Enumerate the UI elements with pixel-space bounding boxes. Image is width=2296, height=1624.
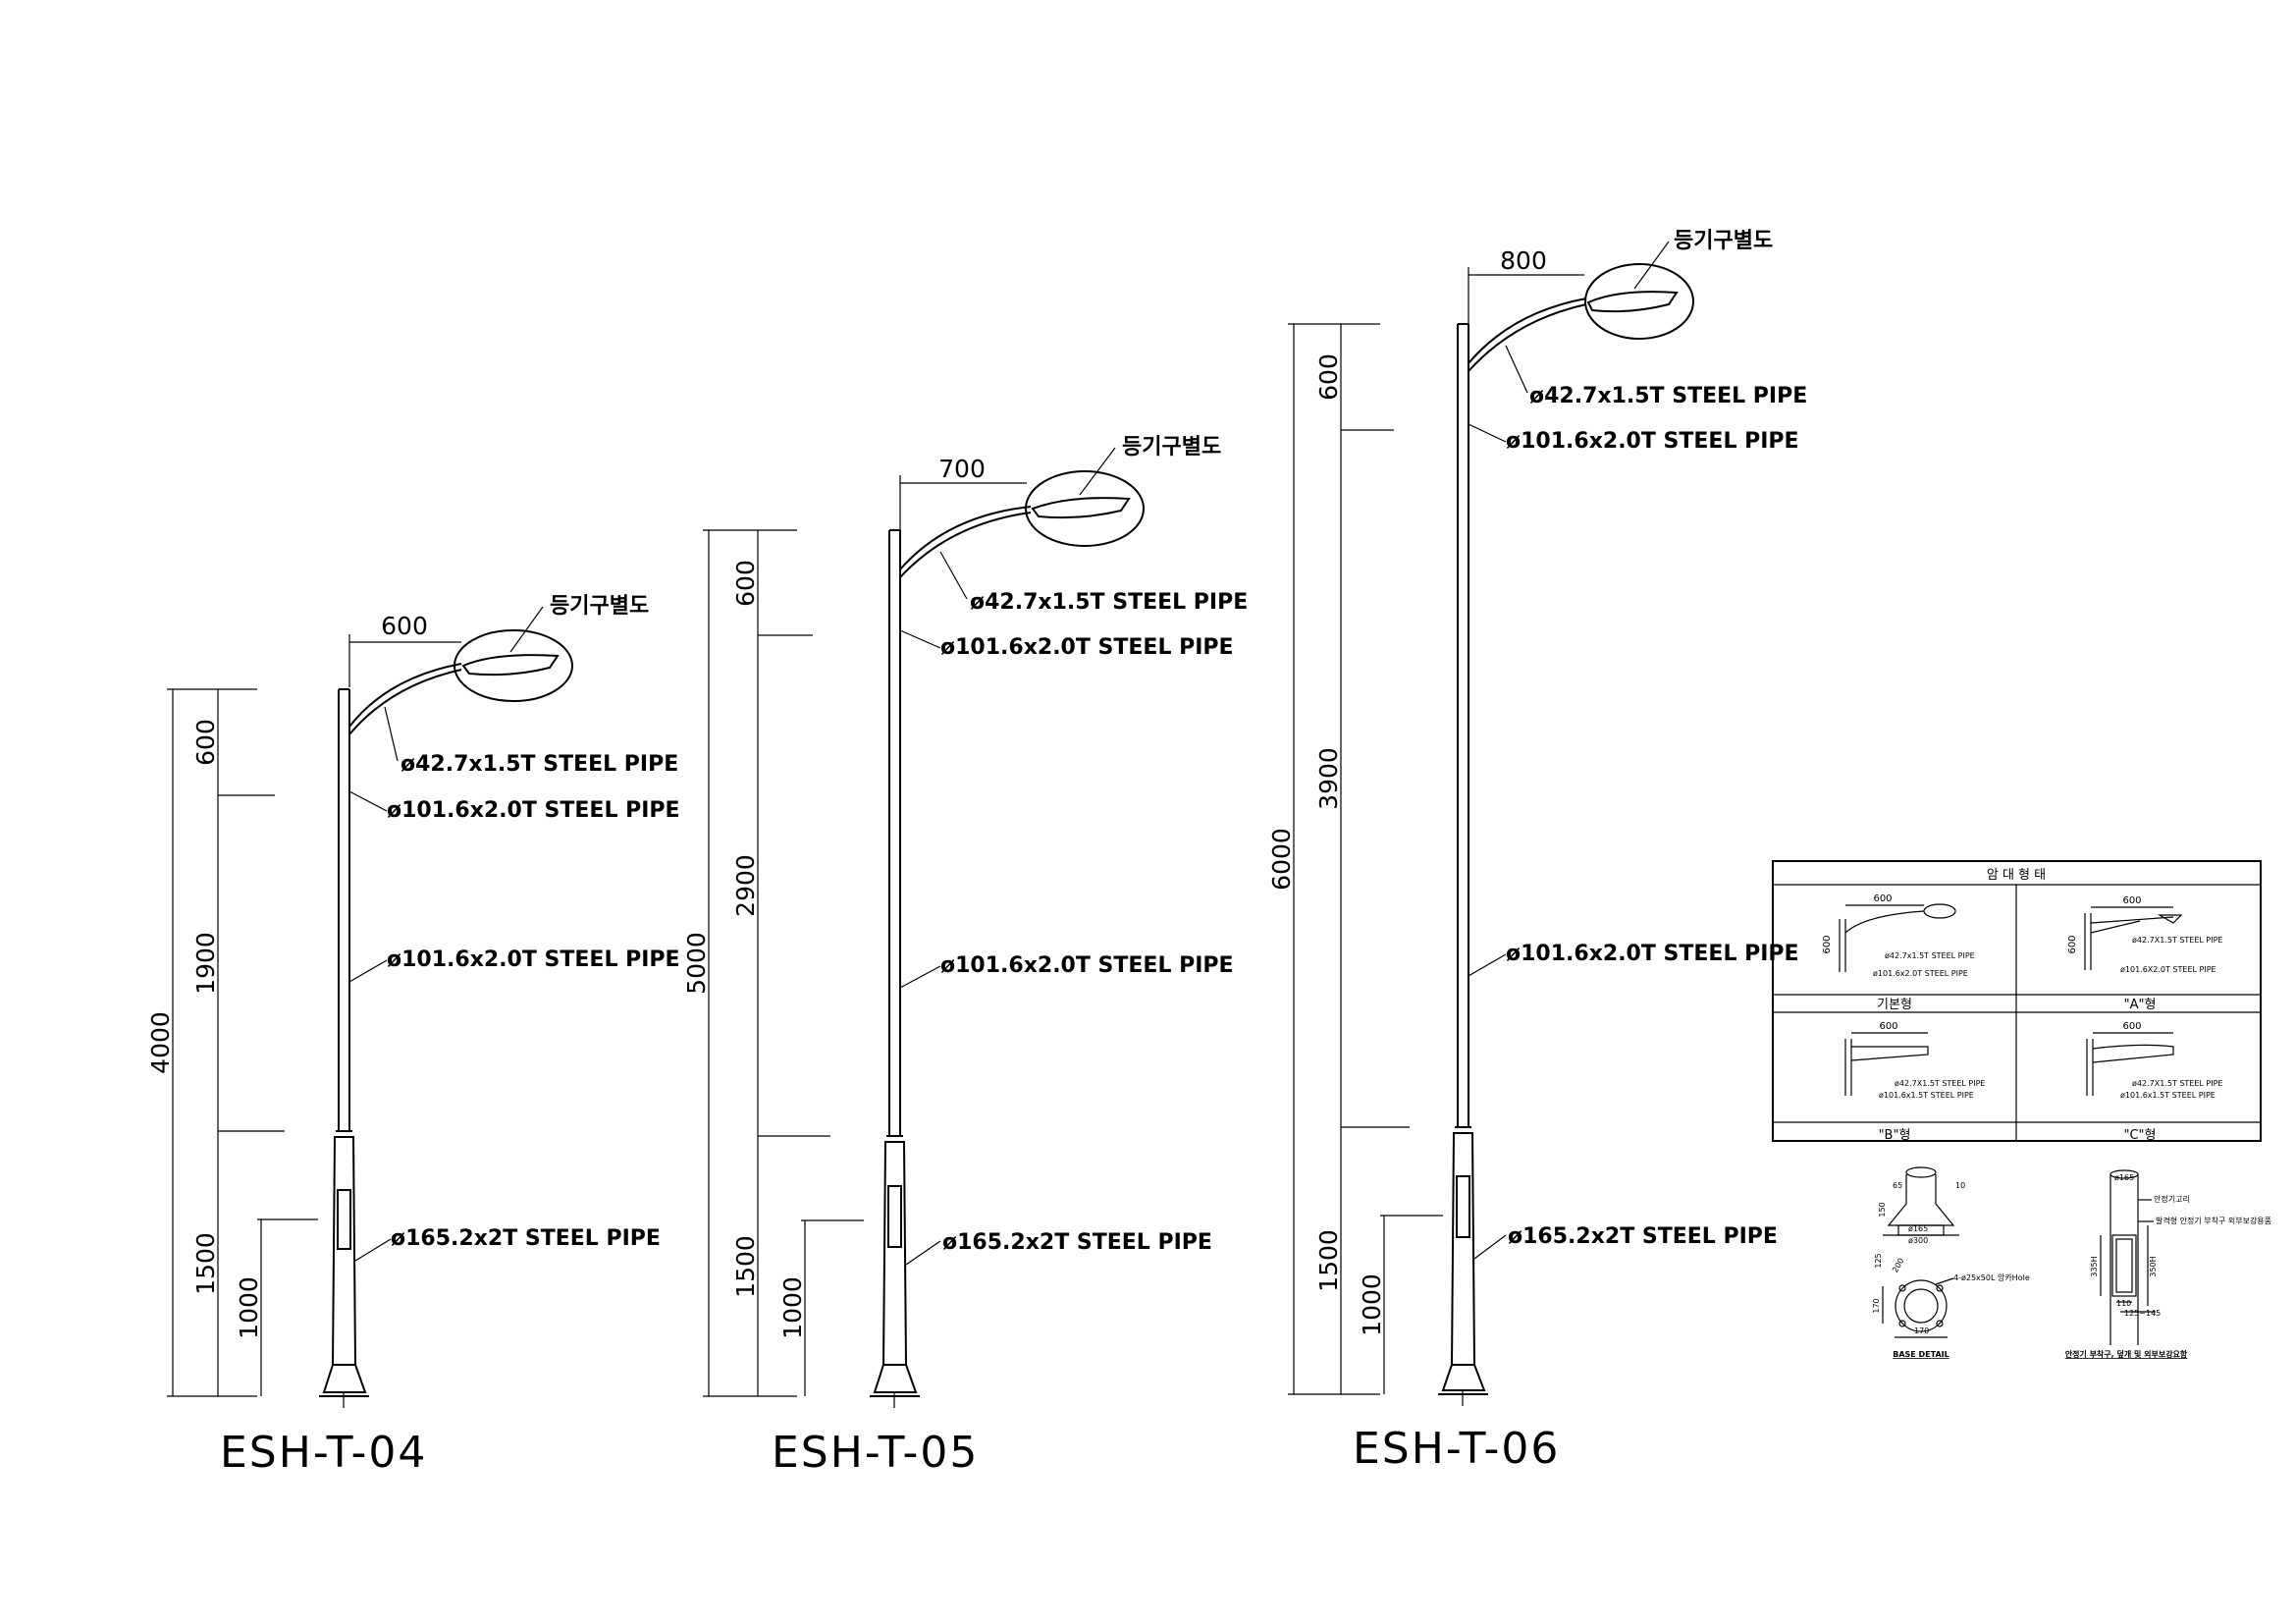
- arm-type-name: 기본형: [1877, 998, 1912, 1012]
- svg-text:ø42.7X1.5T STEEL PIPE: ø42.7X1.5T STEEL PIPE: [2132, 936, 2222, 945]
- model-name: ESH-T-04: [220, 1428, 427, 1478]
- arm-type-b: 600 ø42.7X1.5T STEEL PIPE ø101.6x1.5T ST…: [1844, 1021, 1985, 1143]
- svg-text:ø165: ø165: [2114, 1173, 2134, 1182]
- svg-text:10: 10: [1955, 1181, 1965, 1190]
- arm-pipe-callout: ø42.7x1.5T STEEL PIPE: [400, 752, 678, 777]
- svg-text:ø101.6x2.0T STEEL PIPE: ø101.6x2.0T STEEL PIPE: [1873, 969, 1968, 978]
- middle-segment-label: 3900: [1314, 747, 1343, 810]
- door-detail-title: 안정기 부착구, 덮개 및 외부보강요함: [2065, 1349, 2188, 1359]
- lamp-label: 등기구별도: [1674, 229, 1773, 253]
- total-height-label: 5000: [682, 932, 711, 995]
- shaft-pipe-callout: ø101.6x2.0T STEEL PIPE: [387, 947, 680, 972]
- base-pipe-callout: ø165.2x2T STEEL PIPE: [1508, 1224, 1778, 1249]
- anchor-note: 4-ø25x50L 앙카Hole: [1953, 1272, 2030, 1282]
- joint-pipe-callout: ø101.6x2.0T STEEL PIPE: [387, 798, 680, 823]
- upper-segment-label: 600: [191, 719, 220, 766]
- svg-text:ø300: ø300: [1908, 1236, 1928, 1245]
- svg-text:발격형 안정기 부착구 외부보강용품: 발격형 안정기 부착구 외부보강용품: [2156, 1216, 2271, 1225]
- arm-type-c: 600 ø42.7X1.5T STEEL PIPE ø101.6x1.5T ST…: [2086, 1021, 2222, 1143]
- upper-segment-label: 600: [1314, 353, 1343, 401]
- total-height-label: 6000: [1267, 828, 1296, 891]
- arm-types-table: 암 대 형 태 600 600 ø42.7x1.5T STEEL PIPE ø1…: [1772, 860, 2262, 1143]
- svg-text:600: 600: [2067, 935, 2078, 953]
- arm-reach-label: 600: [381, 612, 428, 640]
- svg-text:ø42.7X1.5T STEEL PIPE: ø42.7X1.5T STEEL PIPE: [1895, 1079, 1985, 1088]
- model-name: ESH-T-06: [1353, 1424, 1560, 1474]
- svg-text:350H: 350H: [2149, 1256, 2158, 1276]
- door-height-label: 1000: [235, 1276, 263, 1339]
- base-pipe-callout: ø165.2x2T STEEL PIPE: [942, 1230, 1212, 1255]
- svg-text:ø101.6x1.5T STEEL PIPE: ø101.6x1.5T STEEL PIPE: [2120, 1091, 2216, 1100]
- lower-segment-label: 1500: [191, 1232, 220, 1295]
- upper-segment-label: 600: [731, 560, 760, 607]
- shaft-pipe-callout: ø101.6x2.0T STEEL PIPE: [1506, 942, 1799, 966]
- svg-text:ø42.7X1.5T STEEL PIPE: ø42.7X1.5T STEEL PIPE: [2132, 1079, 2222, 1088]
- arm-types-header: 암 대 형 태: [1987, 868, 2046, 883]
- lower-segment-label: 1500: [1314, 1229, 1343, 1292]
- svg-text:600: 600: [2122, 1021, 2141, 1032]
- svg-text:125: 125: [1874, 1253, 1883, 1268]
- svg-text:ø101.6X2.0T STEEL PIPE: ø101.6X2.0T STEEL PIPE: [2120, 965, 2216, 974]
- svg-text:125~145: 125~145: [2124, 1309, 2161, 1318]
- middle-segment-label: 2900: [731, 854, 760, 917]
- svg-text:110: 110: [2116, 1299, 2131, 1308]
- lower-segment-label: 1500: [731, 1235, 760, 1298]
- shaft-pipe-callout: ø101.6x2.0T STEEL PIPE: [940, 953, 1234, 978]
- svg-text:600: 600: [1879, 1021, 1897, 1032]
- arm-pipe-callout: ø42.7x1.5T STEEL PIPE: [1529, 384, 1807, 408]
- pole-esh-t-04: 4000 600 1900 1500 1000 600 등기구별도: [146, 594, 680, 1478]
- middle-segment-label: 1900: [191, 932, 220, 995]
- lamp-label: 등기구별도: [1122, 435, 1221, 460]
- svg-text:600: 600: [1873, 893, 1892, 904]
- svg-text:170: 170: [1872, 1298, 1881, 1313]
- svg-text:600: 600: [1822, 935, 1833, 953]
- model-name: ESH-T-05: [772, 1428, 979, 1478]
- joint-pipe-callout: ø101.6x2.0T STEEL PIPE: [940, 635, 1234, 660]
- svg-text:ø42.7x1.5T STEEL PIPE: ø42.7x1.5T STEEL PIPE: [1885, 951, 1975, 960]
- door-detail: ø165 110 125~145 335H 350H 안정기고리 발격형 안정기…: [2065, 1169, 2271, 1359]
- door-height-label: 1000: [778, 1276, 807, 1339]
- svg-text:ø101.6x1.5T STEEL PIPE: ø101.6x1.5T STEEL PIPE: [1879, 1091, 1974, 1100]
- svg-text:65: 65: [1893, 1181, 1902, 1190]
- svg-text:600: 600: [2122, 895, 2141, 906]
- total-height-label: 4000: [146, 1011, 175, 1074]
- pole-esh-t-06: 6000 600 3900 1500 1000 800 등기구별도 ø42.7x…: [1267, 229, 1807, 1474]
- svg-text:170: 170: [1914, 1326, 1929, 1335]
- svg-text:200: 200: [1891, 1257, 1905, 1274]
- base-detail: 65 10 150 ø165 ø300 125 200 170 170 4-ø2…: [1872, 1166, 2030, 1359]
- arm-type-name: "C"형: [2124, 1128, 2157, 1143]
- svg-text:ø165: ø165: [1908, 1224, 1928, 1233]
- lamp-label: 등기구별도: [550, 594, 649, 619]
- arm-reach-label: 700: [938, 455, 986, 483]
- base-pipe-callout: ø165.2x2T STEEL PIPE: [391, 1226, 661, 1251]
- arm-type-a: 600 600 ø42.7X1.5T STEEL PIPE ø101.6X2.0…: [2067, 895, 2222, 1012]
- door-height-label: 1000: [1358, 1273, 1386, 1336]
- arm-pipe-callout: ø42.7x1.5T STEEL PIPE: [970, 590, 1248, 615]
- base-detail-title: BASE DETAIL: [1893, 1350, 1949, 1359]
- svg-text:150: 150: [1878, 1202, 1887, 1217]
- arm-type-name: "A"형: [2124, 998, 2157, 1012]
- svg-text:335H: 335H: [2090, 1256, 2099, 1276]
- arm-type-name: "B"형: [1879, 1128, 1911, 1143]
- arm-reach-label: 800: [1500, 246, 1547, 275]
- arm-type-basic: 600 600 ø42.7x1.5T STEEL PIPE ø101.6x2.0…: [1822, 893, 1975, 1012]
- svg-text:안정기고리: 안정기고리: [2154, 1194, 2190, 1204]
- pole-esh-t-05: 5000 600 2900 1500 1000 700 등기구별도 ø42.7x…: [682, 435, 1248, 1478]
- joint-pipe-callout: ø101.6x2.0T STEEL PIPE: [1506, 429, 1799, 454]
